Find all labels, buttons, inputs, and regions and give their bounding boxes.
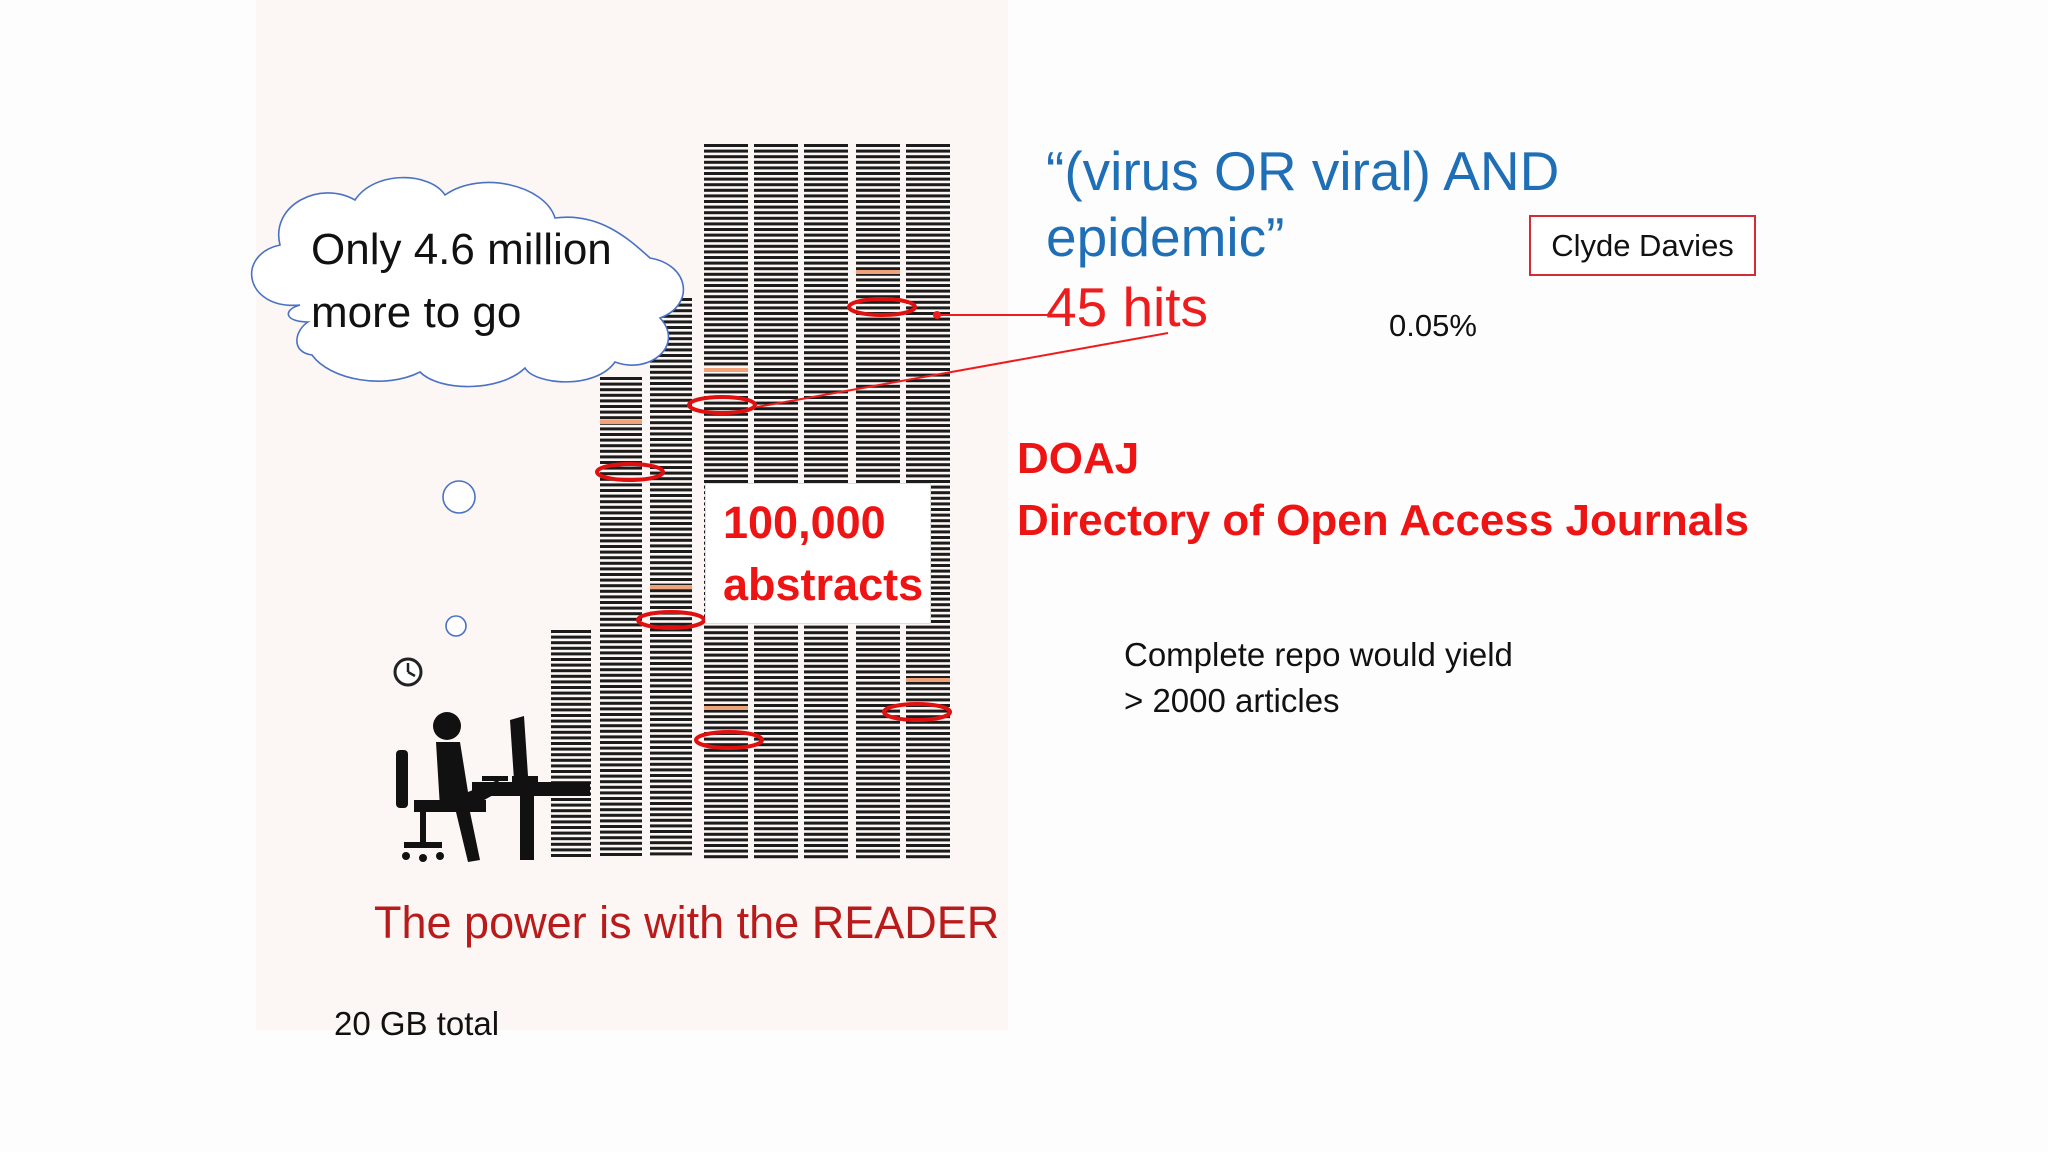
hit-highlight-oval	[595, 462, 665, 482]
thought-cloud	[251, 176, 685, 388]
thought-bubble-large	[442, 480, 476, 514]
hit-highlight-oval	[847, 297, 917, 317]
doaj-subtitle: Directory of Open Access Journals	[1017, 496, 1749, 545]
yield-line-2: > 2000 articles	[1124, 682, 1340, 719]
yield-line-1: Complete repo would yield	[1124, 636, 1513, 673]
power-caption: The power is with the READER	[374, 897, 1000, 948]
clock-icon	[393, 657, 423, 687]
count-line-1: 100,000	[723, 497, 886, 548]
repo-yield-note: Complete repo would yield > 2000 article…	[1124, 632, 1513, 724]
thought-bubble-small	[445, 615, 467, 637]
hit-highlight-oval	[694, 730, 764, 750]
doaj-title: DOAJ	[1017, 434, 1140, 483]
author-label: Clyde Davies	[1529, 215, 1756, 276]
hit-count: 45 hits	[1046, 276, 1209, 338]
total-size-note: 20 GB total	[334, 1005, 500, 1042]
hit-highlights	[595, 297, 952, 750]
pointer-dot	[933, 311, 941, 319]
abstract-count-box: 100,000 abstracts	[705, 483, 931, 624]
thought-line-2: more to go	[311, 288, 522, 337]
hit-percentage: 0.05%	[1389, 308, 1477, 343]
hit-highlight-oval	[687, 395, 757, 415]
search-query: “(virus OR viral) AND epidemic”	[1046, 138, 1559, 270]
count-line-2: abstracts	[723, 559, 924, 610]
hit-highlight-oval	[882, 702, 952, 722]
thought-text: Only 4.6 million more to go	[311, 218, 612, 344]
thought-line-1: Only 4.6 million	[311, 225, 612, 274]
person-at-desk-icon	[396, 712, 590, 862]
author-name: Clyde Davies	[1551, 227, 1734, 263]
query-line-1: “(virus OR viral) AND	[1046, 140, 1560, 202]
doaj-heading: DOAJ Directory of Open Access Journals	[1017, 428, 1749, 552]
query-line-2: epidemic”	[1046, 206, 1285, 268]
hit-highlight-oval	[636, 610, 706, 630]
hit-pointer-lines	[756, 314, 1169, 408]
